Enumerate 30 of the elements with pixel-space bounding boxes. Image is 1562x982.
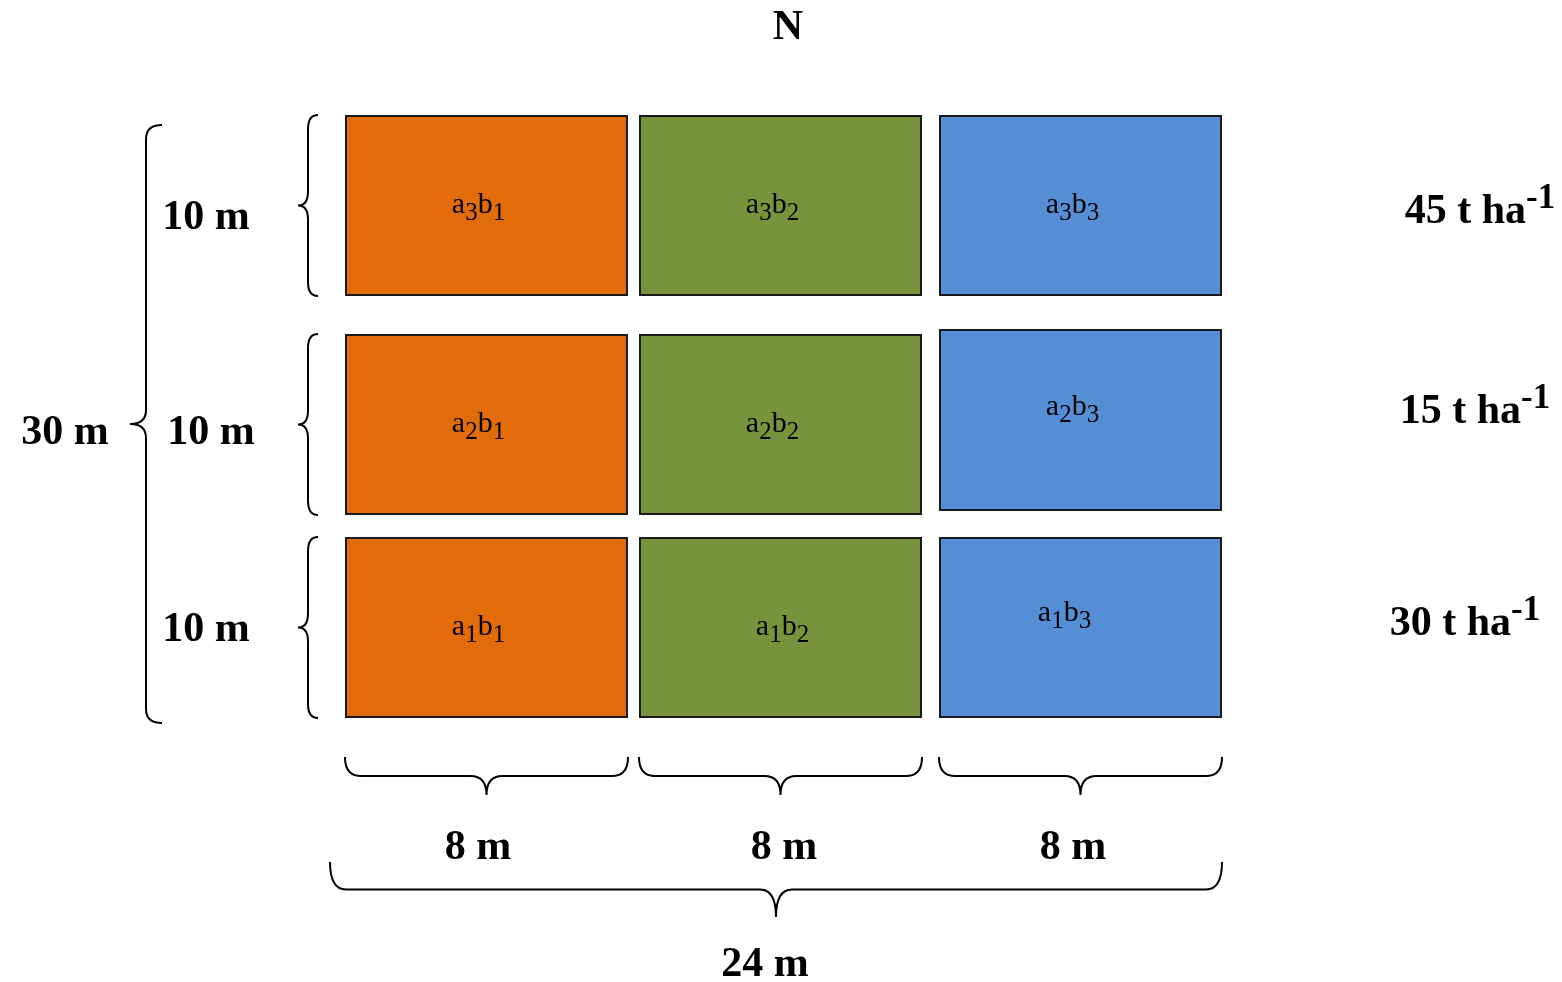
plot-box bbox=[345, 537, 628, 718]
dimension-label: 10 m bbox=[167, 406, 255, 454]
plot-box bbox=[345, 115, 628, 296]
plot-label: a$_{2}$b$_{2}$ bbox=[745, 404, 800, 445]
dimension-label: 8 m bbox=[444, 821, 512, 869]
dimension-label: 24 m bbox=[721, 938, 809, 982]
plot-label: a$_{1}$b$_{2}$ bbox=[755, 607, 810, 648]
plot-label: a$_{3}$b$_{3}$ bbox=[1045, 185, 1100, 226]
plot-box bbox=[939, 115, 1222, 296]
dimension-label: 10 m bbox=[162, 191, 250, 239]
north-label: N bbox=[772, 1, 804, 49]
plot-box bbox=[639, 334, 922, 515]
plot-box bbox=[939, 329, 1222, 511]
plot-label: a$_{1}$b$_{1}$ bbox=[451, 607, 506, 648]
plot-label: a$_{3}$b$_{1}$ bbox=[451, 185, 506, 226]
plot-label: a$_{3}$b$_{2}$ bbox=[745, 185, 800, 226]
rate-label: 30 t ha$^{-1}$ bbox=[1389, 589, 1541, 645]
plot-box bbox=[345, 334, 628, 515]
dimension-label: 30 m bbox=[21, 406, 109, 454]
plot-box bbox=[639, 537, 922, 718]
dimension-label: 8 m bbox=[750, 821, 818, 869]
rate-label: 45 t ha$^{-1}$ bbox=[1404, 177, 1556, 233]
plot-label: a$_{2}$b$_{3}$ bbox=[1045, 388, 1100, 428]
rate-label: 15 t ha$^{-1}$ bbox=[1399, 377, 1551, 433]
dimension-label: 10 m bbox=[162, 603, 250, 651]
plot-box bbox=[639, 115, 922, 296]
plot-box bbox=[939, 537, 1222, 718]
plot-label: a$_{1}$b$_{3}$ bbox=[1037, 593, 1092, 634]
dimension-label: 8 m bbox=[1039, 821, 1107, 869]
plot-label: a$_{2}$b$_{1}$ bbox=[451, 404, 506, 445]
